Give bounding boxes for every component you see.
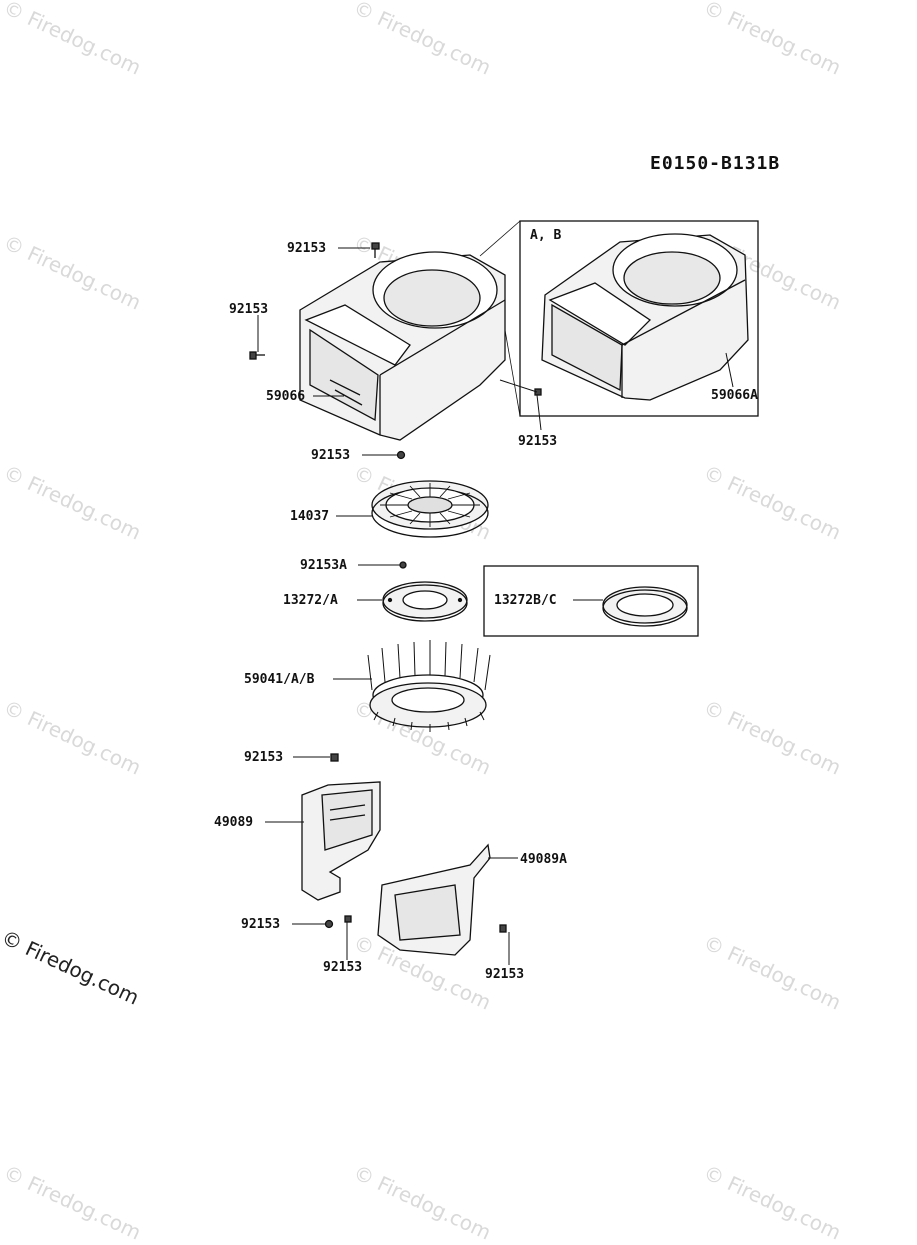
inset-ab-label: A, B — [530, 228, 562, 243]
inset-shroud-drawing — [541, 233, 749, 401]
part-label-fan: 59041/A/B — [244, 672, 315, 687]
cover-right-drawing — [377, 843, 491, 956]
part-label-59066a: 59066A — [711, 388, 758, 403]
blower-shroud-drawing — [299, 251, 506, 441]
leader-lines — [257, 247, 734, 965]
part-label-bolt-right: 92153 — [518, 434, 558, 449]
fasteners — [249, 242, 542, 933]
part-label-bolt-left: 92153 — [229, 302, 269, 317]
part-label-shroud: 59066 — [266, 389, 306, 404]
part-label-plate: 13272/A — [283, 593, 338, 608]
inset-ab-box — [519, 220, 759, 417]
fan-drawing — [367, 640, 491, 732]
part-label-bolt-plate: 92153A — [300, 558, 347, 573]
screen-drawing — [371, 480, 489, 538]
part-label-cover-left: 49089 — [214, 815, 254, 830]
part-label-bolt-cover-mid: 92153 — [323, 960, 363, 975]
inset-c-box — [483, 565, 699, 637]
part-label-cover-right: 49089A — [520, 852, 567, 867]
part-label-bolt-cover-left: 92153 — [241, 917, 281, 932]
part-label-bolt-bottom: 92153 — [311, 448, 351, 463]
part-label-bolt-top: 92153 — [287, 241, 327, 256]
parts-diagram — [249, 220, 759, 965]
cover-left-drawing — [301, 781, 381, 901]
part-label-13272bc: 13272B/C — [494, 593, 557, 608]
plate-drawing — [382, 581, 468, 622]
inset-plate-drawing — [602, 586, 688, 627]
part-label-bolt-cover-right: 92153 — [485, 967, 525, 982]
part-label-screen: 14037 — [290, 509, 330, 524]
diagram-code: E0150-B131B — [650, 153, 781, 174]
part-label-bolt-cover-top: 92153 — [244, 750, 284, 765]
